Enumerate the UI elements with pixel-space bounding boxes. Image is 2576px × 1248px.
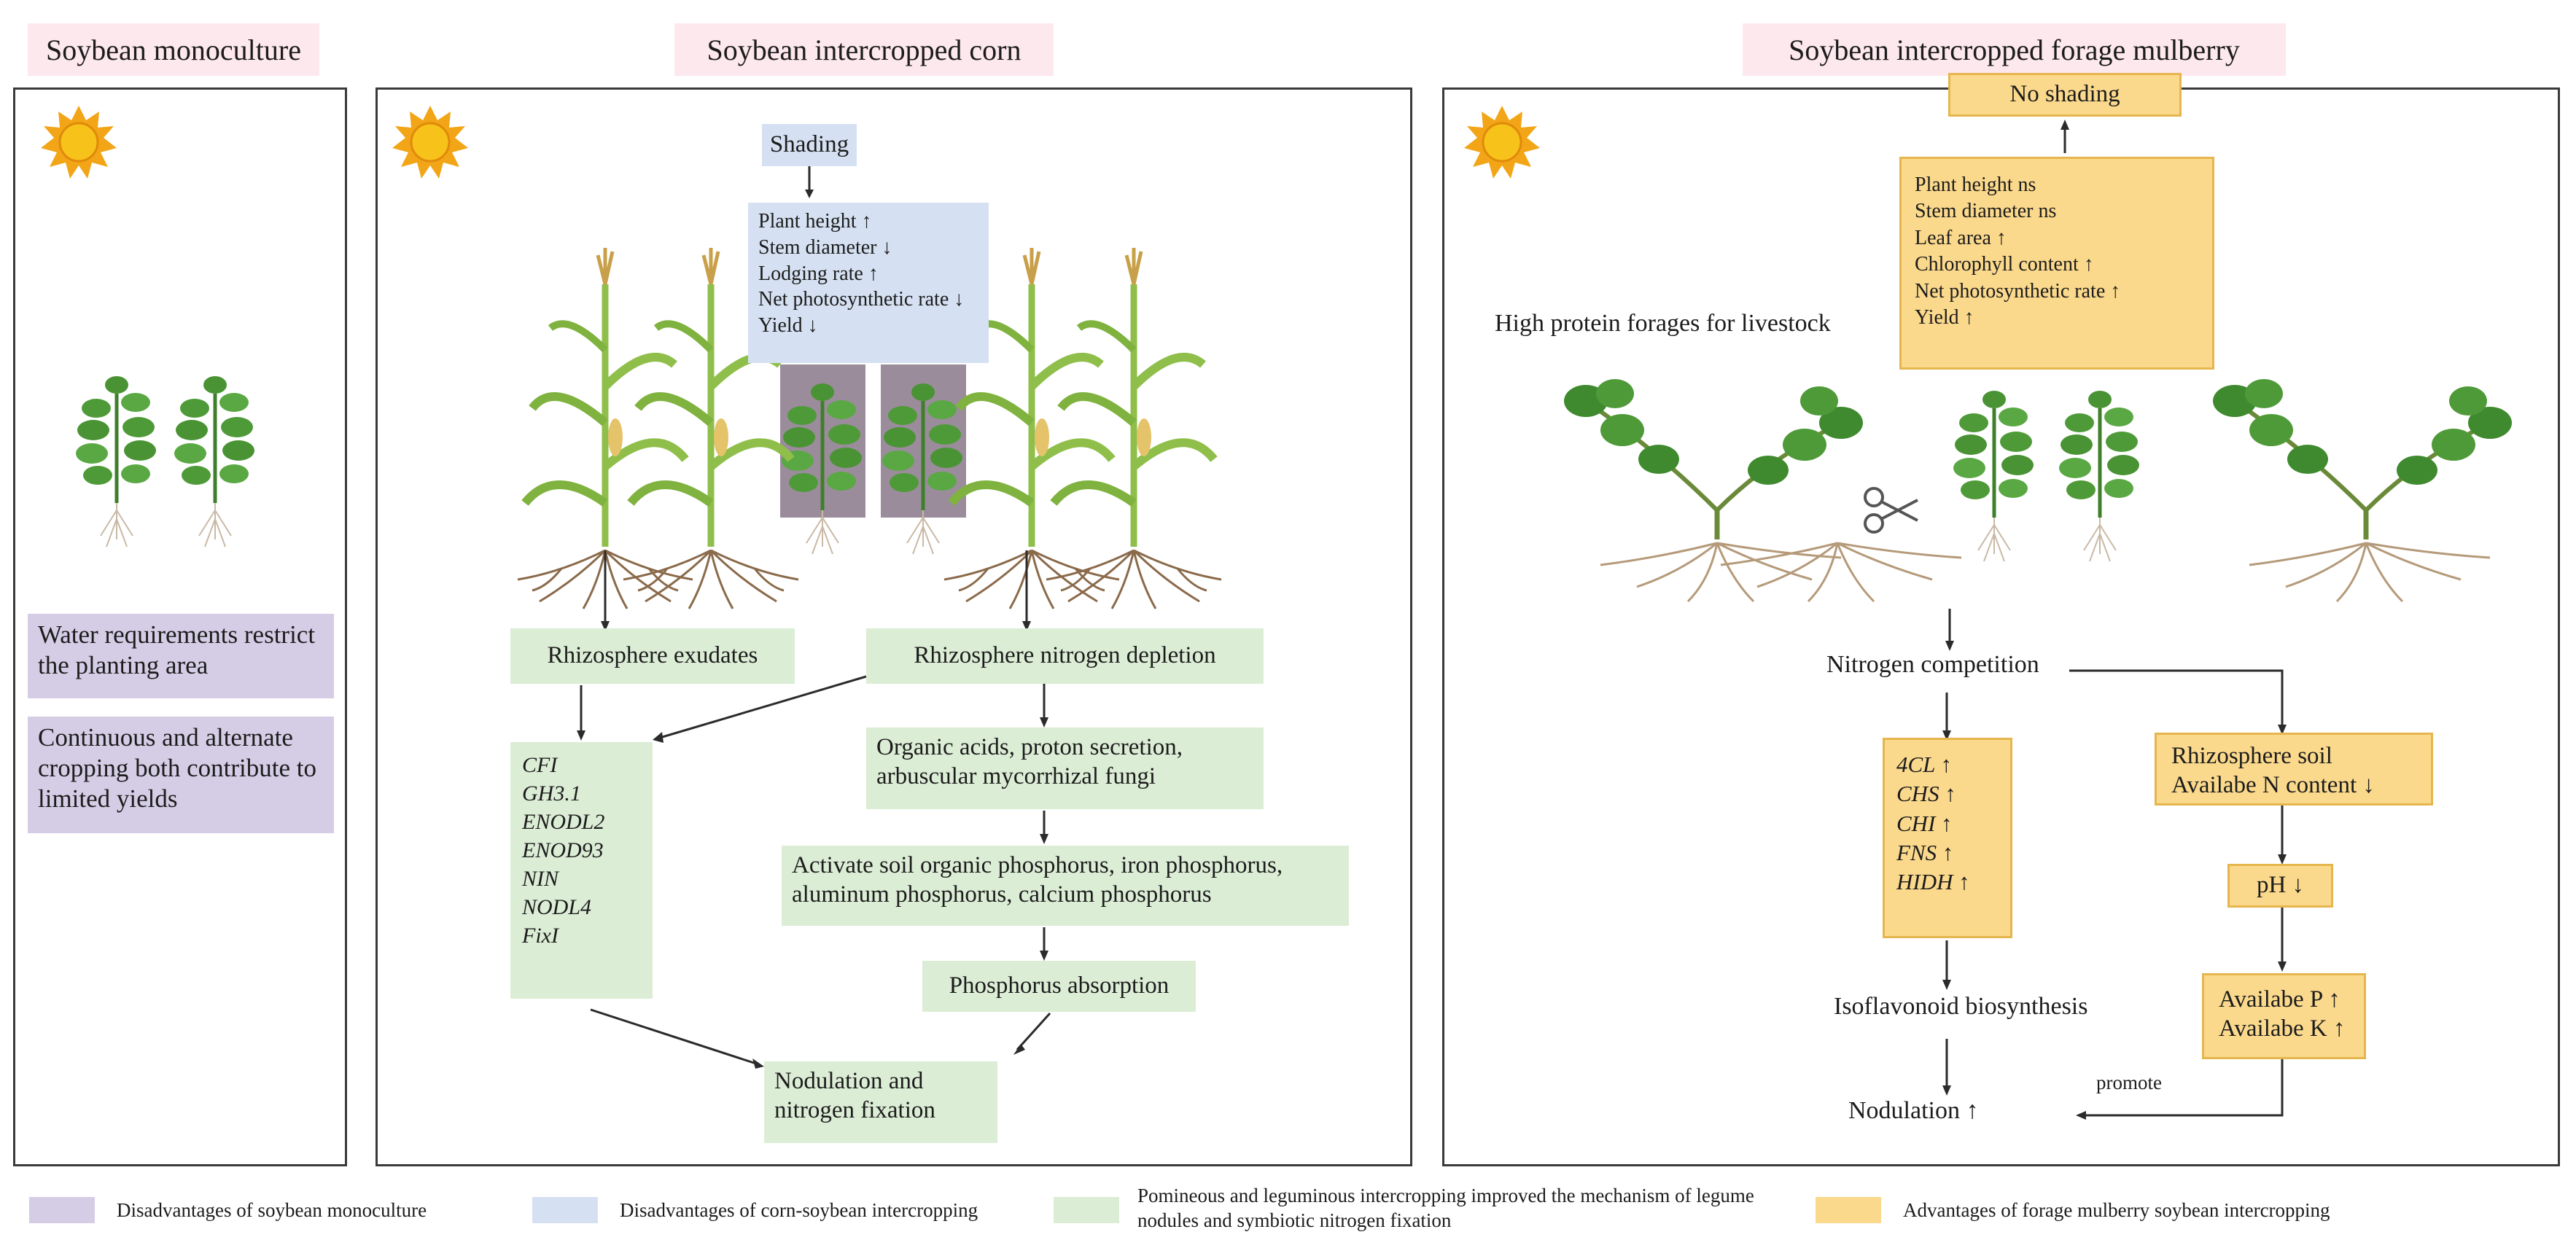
mulberry-soil-box: Rhizosphere soil Availabe N content ↓ <box>2155 733 2433 806</box>
mulberry-pk-line-2: Availabe K ↑ <box>2219 1015 2346 1042</box>
legend-text-corn: Disadvantages of corn-soybean intercropp… <box>620 1199 978 1221</box>
corn-effect-1: Plant height ↑ <box>758 210 872 233</box>
mulberry-gene-5: HIDH ↑ <box>1896 869 1970 895</box>
mulberry-gene-4: FNS ↑ <box>1896 839 1954 865</box>
corn-gene-3: ENODL2 <box>522 810 605 834</box>
title-monoculture: Soybean monoculture <box>28 23 319 76</box>
mulberry-no-shading-box: No shading <box>1948 73 2182 117</box>
corn-gene-6: NODL4 <box>522 895 592 919</box>
legend-swatch-mulberry <box>1816 1197 1881 1223</box>
corn-depletion-box: Rhizosphere nitrogen depletion <box>866 628 1264 684</box>
corn-shading-box: Shading <box>762 124 857 166</box>
corn-gene-5: NIN <box>522 867 559 891</box>
mulberry-effect-5: Net photosynthetic rate ↑ <box>1915 279 2121 303</box>
legend-text-monoculture: Disadvantages of soybean monoculture <box>117 1199 427 1221</box>
title-mulberry-intercrop: Soybean intercropped forage mulberry <box>1743 23 2286 76</box>
mulberry-promote-label: promote <box>2096 1072 2162 1093</box>
mulberry-competition-label: Nitrogen competition <box>1826 651 2039 678</box>
mulberry-effect-6: Yield ↑ <box>1915 305 1974 329</box>
monoculture-water-box: Water requirements restrict the planting… <box>28 614 334 698</box>
corn-effect-5: Yield ↓ <box>758 314 818 338</box>
mulberry-isoflavonoid-label: Isoflavonoid biosynthesis <box>1834 993 2088 1020</box>
title-corn-intercrop: Soybean intercropped corn <box>674 23 1054 76</box>
corn-gene-7: FixI <box>522 924 559 948</box>
legend-text-green: Pomineous and leguminous intercropping i… <box>1137 1185 1754 1231</box>
legend-swatch-corn <box>532 1197 598 1223</box>
corn-nodulation-box: Nodulation and nitrogen fixation <box>764 1061 997 1143</box>
panel-monoculture <box>13 87 347 1166</box>
scissors-icon <box>1864 487 1918 534</box>
legend: Disadvantages of soybean monoculture Dis… <box>0 1181 2576 1239</box>
mulberry-pk-box: Availabe P ↑ Availabe K ↑ <box>2202 973 2366 1059</box>
mulberry-gene-2: CHS ↑ <box>1896 781 1956 807</box>
corn-effect-3: Lodging rate ↑ <box>758 262 879 285</box>
mulberry-genes-box: 4CL ↑ CHS ↑ CHI ↑ FNS ↑ HIDH ↑ <box>1883 738 2012 938</box>
corn-effect-2: Stem diameter ↓ <box>758 235 892 259</box>
mulberry-effect-2: Stem diameter ns <box>1915 200 2057 223</box>
mulberry-effect-4: Chlorophyll content ↑ <box>1915 253 2094 276</box>
mulberry-soil-line-1: Rhizosphere soil <box>2171 743 2332 769</box>
legend-text-mulberry: Advantages of forage mulberry soybean in… <box>1903 1199 2330 1221</box>
legend-swatch-green <box>1054 1197 1119 1223</box>
mulberry-effect-3: Leaf area ↑ <box>1915 226 2007 249</box>
mulberry-gene-3: CHI ↑ <box>1896 810 1953 836</box>
monoculture-cropping-box: Continuous and alternate cropping both c… <box>28 717 334 833</box>
mulberry-effect-1: Plant height ns <box>1915 173 2036 196</box>
corn-genes-box: CFI GH3.1 ENODL2 ENOD93 NIN NODL4 FixI <box>510 742 653 999</box>
mulberry-effects-box: Plant height ns Stem diameter ns Leaf ar… <box>1899 157 2214 370</box>
mulberry-soil-line-2: Availabe N content ↓ <box>2171 771 2375 798</box>
corn-effects-box: Plant height ↑ Stem diameter ↓ Lodging r… <box>748 203 989 363</box>
corn-absorption-box: Phosphorus absorption <box>922 961 1196 1012</box>
panel-corn-intercrop <box>375 87 1412 1166</box>
corn-gene-2: GH3.1 <box>522 781 581 806</box>
corn-activate-box: Activate soil organic phosphorus, iron p… <box>782 846 1349 926</box>
mulberry-pk-line-1: Availabe P ↑ <box>2219 986 2340 1013</box>
mulberry-nodulation-label: Nodulation ↑ <box>1848 1097 1979 1124</box>
mulberry-gene-1: 4CL ↑ <box>1896 752 1953 777</box>
mulberry-ph-box: pH ↓ <box>2227 864 2333 908</box>
corn-acids-box: Organic acids, proton secretion, arbuscu… <box>866 728 1264 809</box>
corn-gene-4: ENOD93 <box>522 838 604 862</box>
legend-swatch-monoculture <box>29 1197 95 1223</box>
corn-exudates-box: Rhizosphere exudates <box>510 628 795 684</box>
corn-gene-1: CFI <box>522 753 558 777</box>
corn-effect-4: Net photosynthetic rate ↓ <box>758 288 965 311</box>
mulberry-forage-label: High protein forages for livestock <box>1495 310 1831 337</box>
